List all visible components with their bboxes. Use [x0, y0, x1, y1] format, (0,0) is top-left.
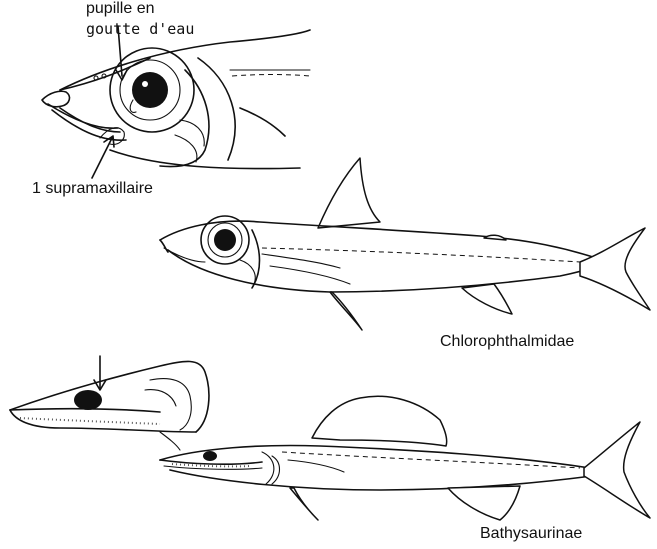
teardrop-pupil — [132, 72, 168, 108]
chlorophthalmidae-caption: Chlorophthalmidae — [440, 333, 574, 351]
bathysaurinae-caption: Bathysaurinae — [480, 525, 582, 543]
pupil-label-line2: goutte d'eau — [86, 20, 194, 38]
supramaxillary-label: 1 supramaxillaire — [32, 180, 153, 198]
chlorophthalmid-body — [160, 158, 650, 330]
pupil-label-line1: pupille en — [86, 0, 155, 18]
chlorophthalmid-head-closeup — [42, 26, 310, 178]
bathysaurine-head-closeup — [10, 356, 209, 450]
bathysaurine-body — [160, 396, 650, 520]
